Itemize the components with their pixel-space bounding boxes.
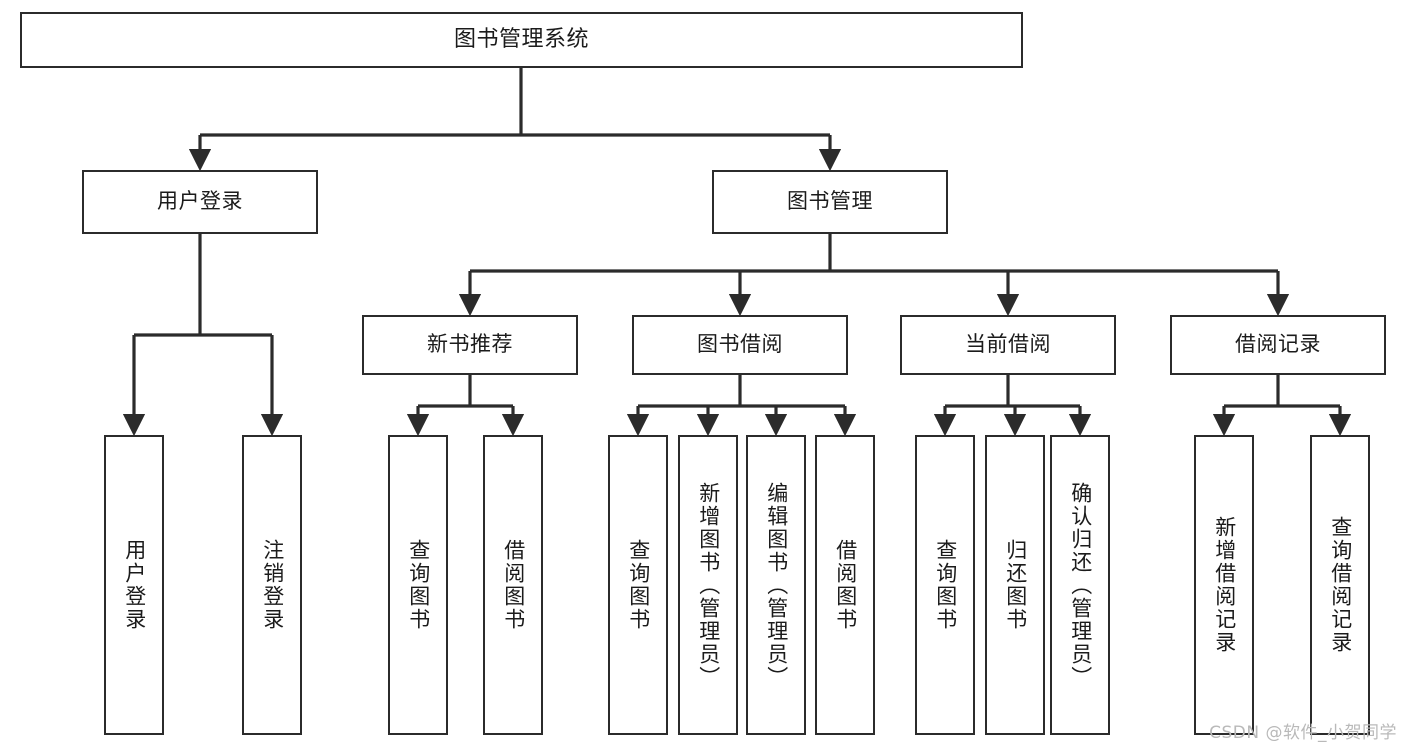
node-leaf-label: 编辑图书（管理员） (764, 481, 789, 689)
node-leaf-label: 新增借阅记录 (1212, 516, 1237, 654)
node-new-book-recommendation[interactable]: 新书推荐 (362, 315, 578, 375)
node-leaf-label: 新增图书（管理员） (696, 481, 721, 689)
node-leaf-edit-book-admin[interactable]: 编辑图书（管理员） (746, 435, 806, 735)
node-leaf-query-books-new[interactable]: 查询图书 (388, 435, 448, 735)
node-leaf-logout[interactable]: 注销登录 (242, 435, 302, 735)
node-leaf-label: 借阅图书 (833, 539, 858, 631)
node-leaf-query-books-borrow[interactable]: 查询图书 (608, 435, 668, 735)
node-leaf-label: 用户登录 (122, 539, 147, 631)
node-leaf-label: 确认归还（管理员） (1068, 481, 1093, 689)
node-leaf-query-borrow-record[interactable]: 查询借阅记录 (1310, 435, 1370, 735)
node-user-login[interactable]: 用户登录 (82, 170, 318, 234)
node-root-book-management-system[interactable]: 图书管理系统 (20, 12, 1023, 68)
node-leaf-confirm-return-admin[interactable]: 确认归还（管理员） (1050, 435, 1110, 735)
node-leaf-label: 借阅图书 (501, 539, 526, 631)
node-leaf-add-borrow-record[interactable]: 新增借阅记录 (1194, 435, 1254, 735)
node-leaf-label: 查询图书 (626, 539, 651, 631)
node-borrowing-records[interactable]: 借阅记录 (1170, 315, 1386, 375)
watermark-text: CSDN @软件_小贺同学 (1209, 723, 1397, 743)
node-leaf-query-books-current[interactable]: 查询图书 (915, 435, 975, 735)
node-leaf-label: 查询图书 (406, 539, 431, 631)
node-leaf-label: 查询借阅记录 (1328, 516, 1353, 654)
node-leaf-return-books[interactable]: 归还图书 (985, 435, 1045, 735)
node-current-borrowing[interactable]: 当前借阅 (900, 315, 1116, 375)
node-leaf-label: 归还图书 (1003, 539, 1028, 631)
node-book-management[interactable]: 图书管理 (712, 170, 948, 234)
node-leaf-user-login[interactable]: 用户登录 (104, 435, 164, 735)
node-leaf-label: 注销登录 (260, 539, 285, 631)
node-leaf-borrow-books-new[interactable]: 借阅图书 (483, 435, 543, 735)
node-leaf-borrow-books[interactable]: 借阅图书 (815, 435, 875, 735)
node-leaf-add-book-admin[interactable]: 新增图书（管理员） (678, 435, 738, 735)
node-leaf-label: 查询图书 (933, 539, 958, 631)
node-book-borrowing[interactable]: 图书借阅 (632, 315, 848, 375)
